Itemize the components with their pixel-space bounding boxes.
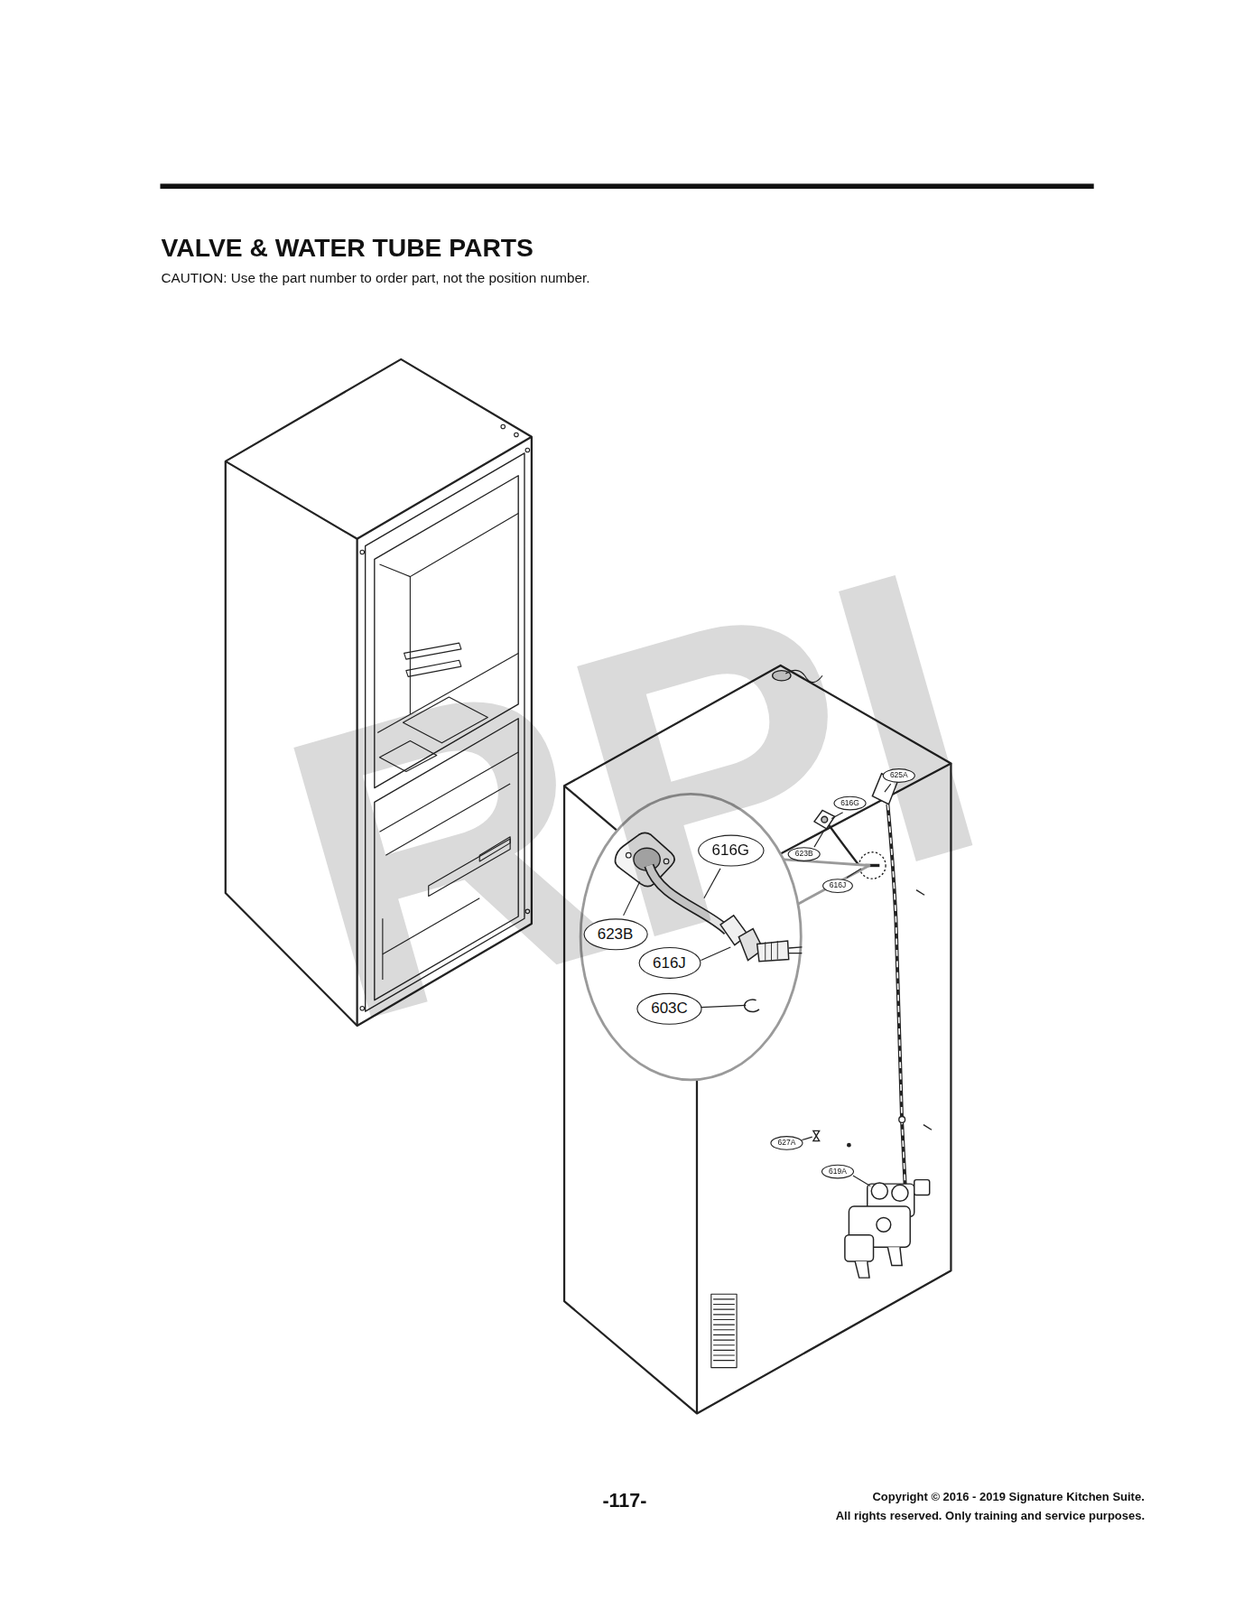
left-cabinet [379,513,519,577]
left-cabinet [360,549,365,555]
callout-number: 623B [583,918,648,950]
valve-clip [813,1130,820,1141]
valve-clip [847,1142,851,1146]
water-valve [854,1261,870,1278]
water-tube [899,1116,906,1124]
callout-number: 616J [822,878,854,893]
callout-number: 616G [697,834,764,866]
callout-number: 616J [638,946,701,978]
left-cabinet [525,447,530,453]
watermark: RPI [249,505,1016,1086]
copyright-note: All rights reserved. Only training and s… [835,1510,1145,1523]
header-rule [159,183,1094,189]
vent-grille [713,1299,735,1361]
magnified-parts [744,999,760,1012]
copyright-note: Copyright © 2016 - 2019 Signature Kitche… [872,1490,1144,1503]
left-cabinet [225,436,532,539]
water-valve [871,1182,888,1199]
left-cabinet [501,424,506,429]
callout-text: 627A [776,1138,798,1147]
water-valve [891,1184,909,1201]
water-valve [876,1216,892,1232]
callout-number: 603C [636,992,702,1024]
callout-text: 616G [839,798,861,808]
callout-text: 623B [596,925,635,943]
water-valve [844,1179,930,1279]
water-tube [923,1124,932,1131]
callout-text: 616J [828,881,847,891]
callout-number: 623B [788,846,821,862]
right-cabinet [711,1293,737,1367]
header-rule [159,183,1094,189]
callout-text: 623B [793,850,815,859]
water-valve [887,1246,902,1265]
leader-line [853,1175,871,1186]
callout-number: 625A [882,768,916,783]
callout-text: 616J [651,953,688,971]
callout-number: 627A [770,1135,803,1151]
valve-clip [813,1130,851,1147]
left-cabinet [514,432,520,437]
page-title: VALVE & WATER TUBE PARTS [161,232,534,263]
callout-number: 619A [821,1164,854,1179]
leader-line [801,1136,812,1140]
callout-text: 619A [827,1167,849,1176]
callout-text: 603C [649,999,689,1017]
water-valve [914,1179,930,1196]
vent-grille [713,1299,735,1361]
callout-text: 625A [888,771,910,780]
leader-line [701,1004,747,1007]
page-number: -117- [602,1490,647,1510]
callout-text: 616G [710,841,751,859]
water-valve [844,1234,874,1262]
caution-note: CAUTION: Use the part number to order pa… [161,271,591,286]
callout-number: 616G [833,796,866,811]
